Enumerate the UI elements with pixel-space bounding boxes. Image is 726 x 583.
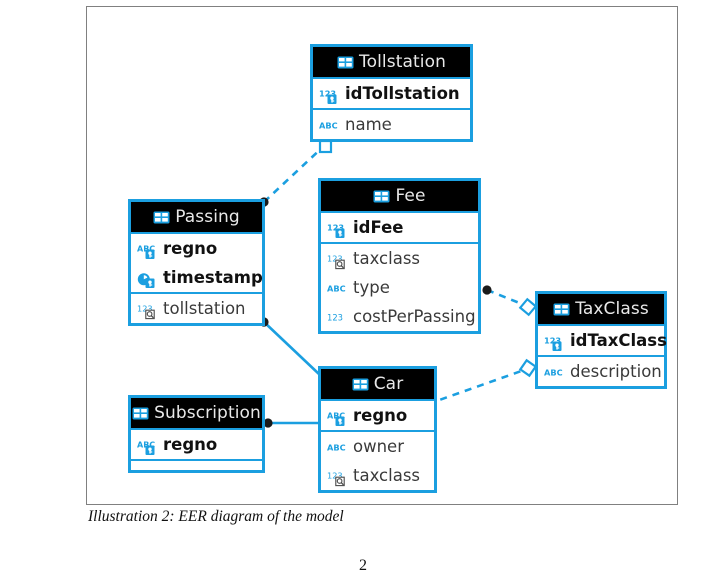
entity-compartment: ABC name [313,108,470,139]
number-icon: 123 [327,308,348,325]
abc-icon: ABC [327,279,348,296]
table-icon [337,49,354,79]
svg-text:ABC: ABC [327,412,345,421]
entity-name: Subscription [154,403,261,423]
entity-name: Fee [395,186,426,206]
key-number-icon: 123 [544,332,565,351]
fk-number-icon: 123 [327,467,348,487]
attribute-name: idTaxClass [570,331,667,350]
entity-name: Car [373,374,404,394]
svg-text:123: 123 [137,304,153,314]
table-icon [153,204,170,234]
svg-text:ABC: ABC [319,121,338,131]
table-icon [553,296,570,326]
attribute-row[interactable]: ABC regno [131,234,262,263]
attribute-row[interactable]: 123 idFee [321,213,478,242]
attribute-name: taxclass [353,466,421,485]
svg-text:ABC: ABC [137,245,155,254]
attribute-name: regno [163,435,218,454]
attribute-row[interactable]: 123 idTollstation [313,79,470,108]
entity-compartment: 123 idTaxClass [538,324,667,355]
attribute-name: regno [163,239,218,258]
entity-compartment: 123 tollstation [131,292,262,323]
attribute-name: idTollstation [345,84,460,103]
attribute-name: taxclass [353,249,421,268]
attribute-row[interactable]: ABC regno [131,430,262,459]
fk-number-icon: 123 [137,300,158,320]
entity-compartment: ABC regno [321,399,434,430]
key-abc-icon: ABC [137,436,158,455]
attribute-name: name [345,115,392,134]
svg-text:ABC: ABC [327,443,346,453]
svg-text:123: 123 [327,254,343,264]
svg-text:123: 123 [327,471,343,481]
entity-title-passing[interactable]: Passing [131,202,262,232]
attribute-name: regno [353,406,408,425]
svg-text:ABC: ABC [544,368,563,378]
figure-caption: Illustration 2: EER diagram of the model [88,508,344,525]
attribute-row[interactable]: timestamp [131,263,263,292]
entity-compartment [131,459,262,470]
entity-title-car[interactable]: Car [321,369,434,399]
entity-name: TaxClass [575,299,649,319]
attribute-row[interactable]: ABC description [538,357,664,386]
page-number: 2 [359,557,367,574]
table-icon [132,400,149,430]
attribute-name: description [570,362,662,381]
entity-title-subscription[interactable]: Subscription [131,398,262,428]
key-number-icon: 123 [319,85,340,104]
key-abc-icon: ABC [327,407,348,426]
svg-text:123: 123 [544,336,561,346]
key-abc-icon: ABC [137,240,158,259]
attribute-row[interactable]: 123 taxclass [321,461,434,490]
attribute-row[interactable]: ABC type [321,273,478,302]
entity-compartment: ABC owner 123 taxclass [321,430,434,490]
entity-title-fee[interactable]: Fee [321,181,478,211]
table-icon [352,371,369,401]
attribute-row[interactable]: 123 tollstation [131,294,262,323]
entity-compartment: ABC regno [131,428,262,459]
attribute-name: type [353,278,390,297]
attribute-row[interactable]: ABC name [313,110,470,139]
attribute-row[interactable]: 123 idTaxClass [538,326,667,355]
attribute-name: idFee [353,218,404,237]
entity-title-taxclass[interactable]: TaxClass [538,294,664,324]
svg-text:ABC: ABC [137,441,155,450]
attribute-name: tollstation [163,299,246,318]
key-clock-icon [137,269,158,288]
attribute-row[interactable]: ABC owner [321,432,434,461]
svg-text:ABC: ABC [327,284,346,294]
entity-compartment: ABC description [538,355,664,386]
entity-compartment: 123 idFee [321,211,478,242]
attribute-row[interactable]: ABC regno [321,401,434,430]
entity-compartment: 123 idTollstation [313,77,470,108]
abc-icon: ABC [319,116,340,133]
attribute-name: owner [353,437,404,456]
attribute-row[interactable]: 123 taxclass [321,244,478,273]
svg-text:123: 123 [327,223,344,233]
entity-name: Tollstation [359,52,446,72]
attribute-row[interactable]: 123 costPerPassing [321,302,478,331]
table-icon [373,183,390,213]
entity-title-tollstation[interactable]: Tollstation [313,47,470,77]
entity-compartment: ABC regno timestamp [131,232,263,292]
entity-name: Passing [175,207,240,227]
key-number-icon: 123 [327,219,348,238]
abc-icon: ABC [327,438,348,455]
svg-text:123: 123 [319,89,336,99]
svg-text:123: 123 [327,313,343,323]
attribute-name: costPerPassing [353,307,476,326]
abc-icon: ABC [544,363,565,380]
fk-number-icon: 123 [327,250,348,270]
attribute-name: timestamp [163,268,263,287]
